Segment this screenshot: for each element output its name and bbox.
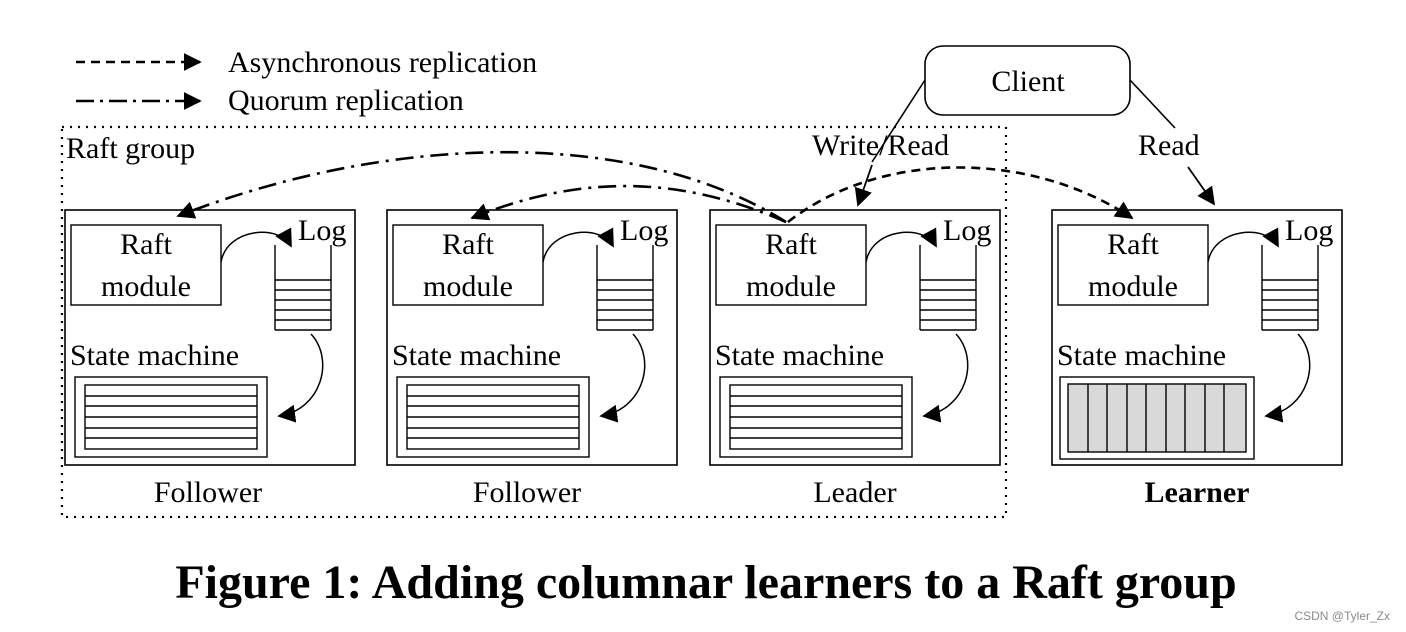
log-to-state-arrow [599,333,646,423]
node-box [1051,209,1343,466]
raft-module-box [715,224,867,306]
log-stack [1261,245,1319,331]
raft-module-line2: module [1088,270,1178,303]
async-replication-arrow-to-learner [787,166,1134,224]
legend-async-label: Asynchronous replication [228,46,537,79]
state-machine-label: State machine [1057,339,1226,372]
raft-module-line1: Raft [1107,228,1159,261]
row-store [719,376,913,458]
read-label: Read [1138,129,1200,162]
node-role-follower-2: Follower [473,476,581,509]
module-to-log-arrow [220,227,292,263]
state-machine-label: State machine [70,339,239,372]
module-to-log-arrow [542,227,614,263]
raft-module-box [70,224,222,306]
quorum-replication-arrow-to-follower-1 [176,150,787,224]
legend-quorum-label: Quorum replication [228,84,464,117]
node-leader: Raft module Log State machine [709,209,1001,466]
node-role-leader: Leader [813,476,896,509]
row-store [396,376,590,458]
raft-module-line1: Raft [120,228,172,261]
client-to-leader-line [871,79,926,163]
log-to-state-arrow [922,333,969,423]
columnar-store [1059,376,1255,460]
node-box [386,209,678,466]
raft-module-line1: Raft [442,228,494,261]
figure-caption: Figure 1: Adding columnar learners to a … [175,556,1236,609]
log-stack [274,245,332,331]
node-role-follower-1: Follower [154,476,262,509]
raft-group-boundary [60,125,1008,519]
client: Client Write/Read Read [812,45,1216,207]
raft-module-box [392,224,544,306]
write-read-label: Write/Read [812,129,949,162]
row-store [74,376,268,458]
log-to-state-arrow [277,333,324,423]
raft-module-line2: module [101,270,191,303]
raft-group-label: Raft group [66,132,195,165]
module-to-log-arrow [865,227,937,263]
log-label: Log [620,214,668,247]
state-machine-label: State machine [715,339,884,372]
raft-module-box [1057,224,1209,306]
raft-module-line2: module [746,270,836,303]
log-label: Log [298,214,346,247]
write-read-arrow [854,164,873,207]
node-follower-1: Raft module Log State machine [64,209,356,466]
client-to-learner-line [1129,79,1176,129]
quorum-replication-arrow-to-follower-2 [470,184,787,224]
legend: Asynchronous replication Quorum replicat… [76,46,537,117]
node-box [64,209,356,466]
module-to-log-arrow [1207,227,1279,263]
client-label: Client [991,65,1065,98]
read-arrow [1187,166,1216,206]
node-learner: Raft module Log State machine [1051,209,1343,466]
log-label: Log [943,214,991,247]
state-machine-label: State machine [392,339,561,372]
log-stack [596,245,654,331]
node-role-learner: Learner [1145,476,1250,509]
log-to-state-arrow [1264,333,1311,423]
raft-module-line2: module [423,270,513,303]
watermark: CSDN @Tyler_Zx [1294,609,1390,623]
raft-module-line1: Raft [765,228,817,261]
log-stack [919,245,977,331]
node-box [709,209,1001,466]
log-label: Log [1285,214,1333,247]
node-follower-2: Raft module Log State machine [386,209,678,466]
